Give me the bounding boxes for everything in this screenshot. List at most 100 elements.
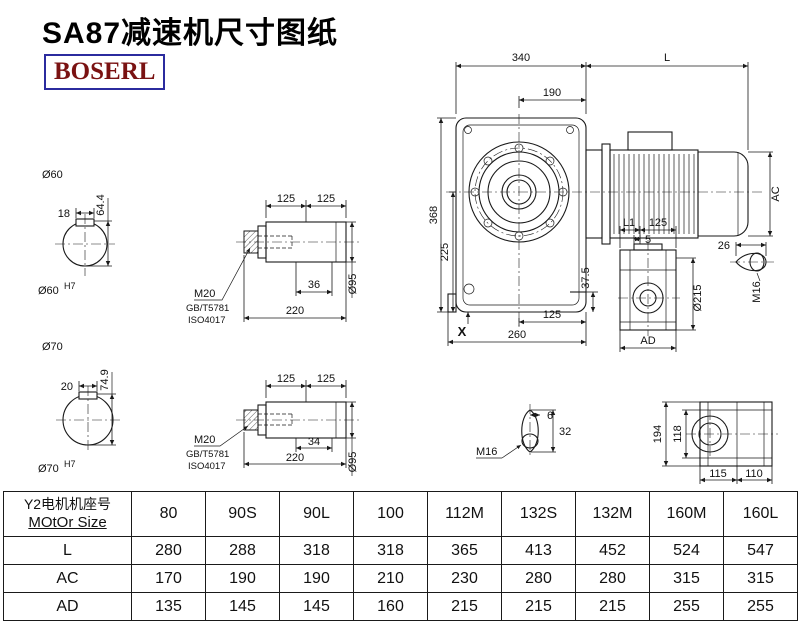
cell: 215 [427,592,502,621]
dim-dia215: Ø215 [692,285,704,312]
dim-220-top: 220 [286,305,304,317]
shaft-side-view-bottom: 125 125 M20 GB/T5781 ISO4017 34 220 Ø95 [186,373,360,476]
gearbox-rear-view: 194 118 115 110 [652,401,778,484]
col-header: 90S [205,491,280,537]
dim-125-b: 125 [317,373,335,385]
dim-194: 194 [652,425,664,443]
cell: 413 [501,536,576,565]
cell: 215 [575,592,650,621]
col-header: 132M [575,491,650,537]
gearbox-side-view: L1 125 5 Ø215 AD [618,217,704,352]
label-bolt-m20: M20 [194,434,215,446]
cell: 190 [279,564,354,593]
cell: 145 [279,592,354,621]
table-title-cell: Y2电机机座号 MOtOr Size [3,491,132,537]
cell: 280 [131,536,206,565]
table-row-L: L 280 288 318 318 365 413 452 524 547 [3,536,798,565]
dim-125-b: 125 [317,193,335,205]
col-header: 160M [649,491,724,537]
label-fit-70-tol: H7 [64,459,76,469]
main-front-view: 340 L 190 368 225 AC 37.5 125 260 X [428,52,782,346]
dim-125-a: 125 [277,193,295,205]
dim-225: 225 [439,243,451,261]
label-std-iso: ISO4017 [188,315,226,326]
dim-125-bottom: 125 [543,309,561,321]
cell: 215 [501,592,576,621]
shaft-side-view-top: 125 125 M20 GB/T5781 ISO4017 36 220 Ø95 [186,193,360,326]
dim-340: 340 [512,52,530,64]
dim-220-bottom: 220 [286,452,304,464]
dim-dia95-top: Ø95 [347,274,359,295]
technical-drawing: 340 L 190 368 225 AC 37.5 125 260 X Ø60 … [38,52,782,484]
cell: 452 [575,536,650,565]
dim-AD: AD [640,335,655,347]
dim-118: 118 [672,425,684,443]
dim-115: 115 [709,468,727,480]
cell: 280 [501,564,576,593]
table-row-AC: AC 170 190 190 210 230 280 280 315 315 [3,564,798,593]
cell: 524 [649,536,724,565]
page-title: SA87减速机尺寸图纸 [42,17,339,50]
cell: 318 [353,536,428,565]
table-row-AD: AD 135 145 145 160 215 215 215 255 255 [3,592,798,621]
dim-74-9: 74.9 [99,369,111,390]
dim-110: 110 [745,468,763,480]
shaft-cover-detail-right: 26 M16 [718,240,774,303]
label-fit-60-tol: H7 [64,281,76,291]
brand-logo: BOSERL [44,54,166,90]
label-fit-60: Ø60 [38,285,59,297]
cell: 135 [131,592,206,621]
dim-6: 6 [547,410,553,422]
dim-368: 368 [428,206,440,224]
dim-L1: L1 [623,217,635,229]
cell: 315 [649,564,724,593]
col-header: 112M [427,491,502,537]
label-dia70: Ø70 [42,341,63,353]
cell: 160 [353,592,428,621]
cell: 190 [205,564,280,593]
dim-190: 190 [543,87,561,99]
label-m16-right: M16 [751,281,763,302]
dim-26: 26 [718,240,730,252]
dim-key-18: 18 [58,208,70,220]
shaft-bore-70-view: Ø70 20 74.9 Ø70 H7 [38,341,122,475]
cell: 230 [427,564,502,593]
col-header: 132S [501,491,576,537]
dim-64-4: 64.4 [95,194,107,215]
dim-34: 34 [308,436,320,448]
cell: 318 [279,536,354,565]
cell: 210 [353,564,428,593]
label-std-gb: GB/T5781 [186,303,229,314]
label-std-iso: ISO4017 [188,461,226,472]
dim-key-20: 20 [61,381,73,393]
label-m16-center: M16 [476,446,497,458]
col-header: 90L [279,491,354,537]
dim-dia95-bottom: Ø95 [347,452,359,473]
dim-5: 5 [645,234,651,246]
dim-125-side: 125 [649,217,667,229]
col-header: 80 [131,491,206,537]
dim-37-5: 37.5 [580,267,592,288]
col-header: 160L [723,491,798,537]
cell: 145 [205,592,280,621]
row-label: AC [3,564,132,593]
cell: 288 [205,536,280,565]
shaft-bore-60-view: Ø60 18 64.4 Ø60 H7 [38,169,115,297]
row-label: L [3,536,132,565]
table-header-row: Y2电机机座号 MOtOr Size 80 90S 90L 100 112M 1… [3,491,798,537]
label-std-gb: GB/T5781 [186,449,229,460]
col-header: 100 [353,491,428,537]
cell: 547 [723,536,798,565]
cell: 365 [427,536,502,565]
dim-260: 260 [508,329,526,341]
cell: 170 [131,564,206,593]
cell: 280 [575,564,650,593]
shaft-cover-detail-center: 6 32 M16 [476,404,571,459]
motor-size-table: Y2电机机座号 MOtOr Size 80 90S 90L 100 112M 1… [3,491,798,621]
dim-125-a: 125 [277,373,295,385]
dim-36: 36 [308,279,320,291]
cell: 315 [723,564,798,593]
label-X: X [458,324,467,339]
cell: 255 [723,592,798,621]
